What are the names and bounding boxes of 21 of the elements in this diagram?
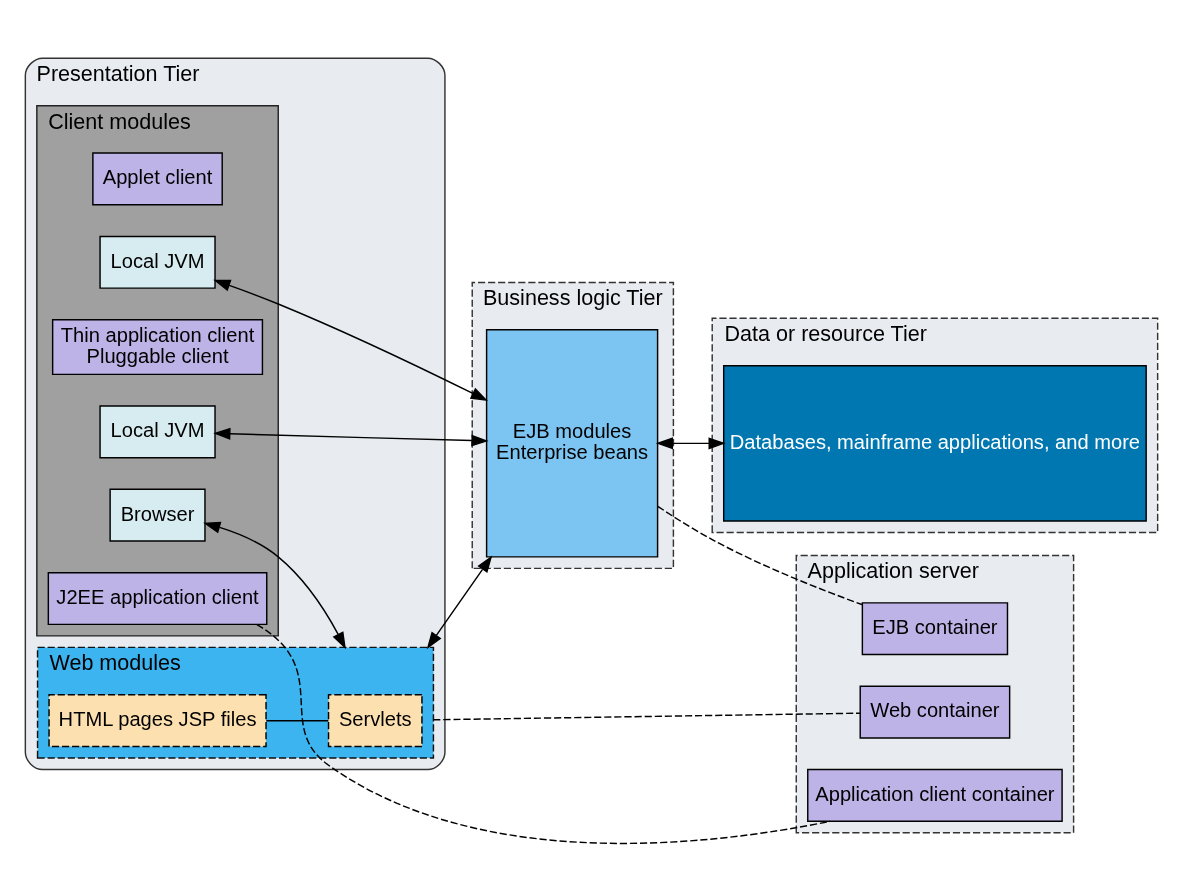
connector (265, 719, 329, 722)
node-box: Servlets (327, 694, 423, 748)
node-box: Local JVM (99, 235, 216, 289)
node-box: EJB container (861, 602, 1009, 656)
connector (657, 505, 863, 606)
node-box: Thin application client Pluggable client (51, 319, 264, 376)
node-box: EJB modules Enterprise beans (485, 329, 659, 558)
arrow (213, 427, 489, 447)
node-box: HTML pages JSP files (48, 694, 267, 748)
node-box: Web container (859, 685, 1011, 739)
arrow (655, 437, 726, 450)
arrow (213, 279, 488, 401)
connector (432, 712, 861, 721)
node-box: Browser (109, 488, 206, 542)
node-box: Databases, mainframe applications, and more (723, 365, 1147, 522)
node-box: Local JVM (99, 405, 216, 459)
arrow (426, 555, 493, 650)
node-box: Application client container (807, 768, 1063, 822)
arrow (203, 521, 346, 650)
node-box: J2EE application client (47, 571, 268, 626)
node-box: Applet client (92, 152, 223, 206)
